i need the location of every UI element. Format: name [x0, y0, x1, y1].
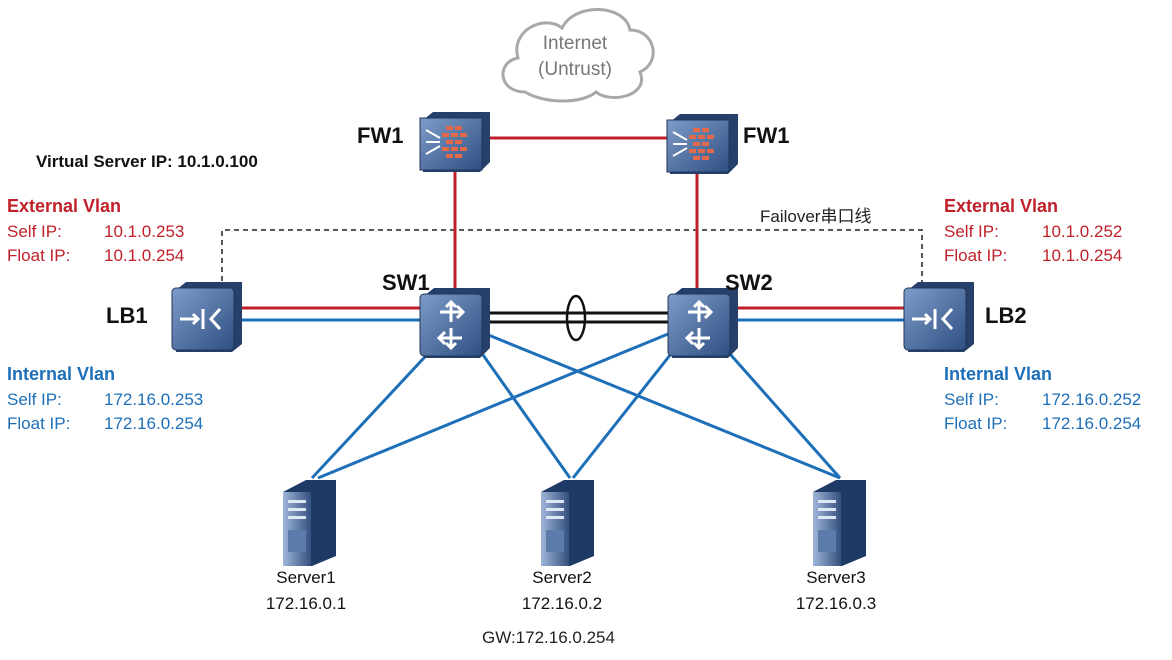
internet-cloud-icon	[501, 8, 655, 103]
lb2-internal-float-key: Float IP:	[944, 414, 1008, 433]
failover-label: Failover串口线	[760, 207, 872, 226]
lb1-label: LB1	[106, 303, 148, 328]
cloud-label-line2: (Untrust)	[538, 59, 612, 80]
lb1-internal-float-value: 172.16.0.254	[104, 414, 204, 433]
lb1-external-float-key: Float IP:	[7, 246, 71, 265]
lb2-external-title: External Vlan	[944, 196, 1059, 216]
server1-name: Server1	[276, 568, 336, 587]
lb2-internal-float-value: 172.16.0.254	[1042, 414, 1142, 433]
server3-ip: 172.16.0.3	[795, 594, 877, 613]
lb2-internal-self-key: Self IP:	[944, 390, 999, 409]
switch-trunk	[490, 294, 670, 342]
switch-icon-sw2	[667, 288, 738, 358]
lb2-label: LB2	[985, 303, 1027, 328]
sw2-label: SW2	[725, 270, 773, 295]
server-icon-1	[283, 480, 336, 566]
failover-cable	[221, 229, 923, 290]
server-icon-2	[541, 480, 594, 566]
external-links	[240, 136, 904, 310]
server1-ip: 172.16.0.1	[265, 594, 347, 613]
sw1-label: SW1	[382, 270, 430, 295]
gateway-label: GW:172.16.0.254	[482, 628, 615, 647]
server2-ip: 172.16.0.2	[521, 594, 603, 613]
cloud-label-line1: Internet	[542, 33, 608, 54]
lb1-internal-self-value: 172.16.0.253	[104, 390, 204, 409]
internal-links	[240, 318, 904, 480]
lb1-internal-float-key: Float IP:	[7, 414, 71, 433]
lb2-external-self-key: Self IP:	[944, 222, 999, 241]
virtual-server-ip: Virtual Server IP: 10.1.0.100	[36, 152, 258, 171]
lb1-internal-self-key: Self IP:	[7, 390, 62, 409]
server2-name: Server2	[532, 568, 592, 587]
server3-name: Server3	[806, 568, 866, 587]
lb2-internal-title: Internal Vlan	[944, 364, 1053, 384]
load-balancer-icon-lb1	[171, 282, 242, 352]
lb1-external-self-key: Self IP:	[7, 222, 62, 241]
firewall-left-label: FW1	[357, 123, 404, 148]
lb1-internal-title: Internal Vlan	[7, 364, 116, 384]
load-balancer-icon-lb2	[903, 282, 974, 352]
firewall-icon-right	[666, 114, 738, 174]
firewall-right-label: FW1	[743, 123, 790, 148]
lb2-external-float-value: 10.1.0.254	[1042, 246, 1123, 265]
lb1-external-float-value: 10.1.0.254	[104, 246, 185, 265]
lb2-external-float-key: Float IP:	[944, 246, 1008, 265]
lb2-external-self-value: 10.1.0.252	[1042, 222, 1123, 241]
lb2-internal-self-value: 172.16.0.252	[1042, 390, 1142, 409]
lb1-external-self-value: 10.1.0.253	[104, 222, 185, 241]
server-icon-3	[813, 480, 866, 566]
switch-icon-sw1	[419, 288, 490, 358]
lb1-external-title: External Vlan	[7, 196, 122, 216]
firewall-icon-left	[419, 112, 490, 172]
